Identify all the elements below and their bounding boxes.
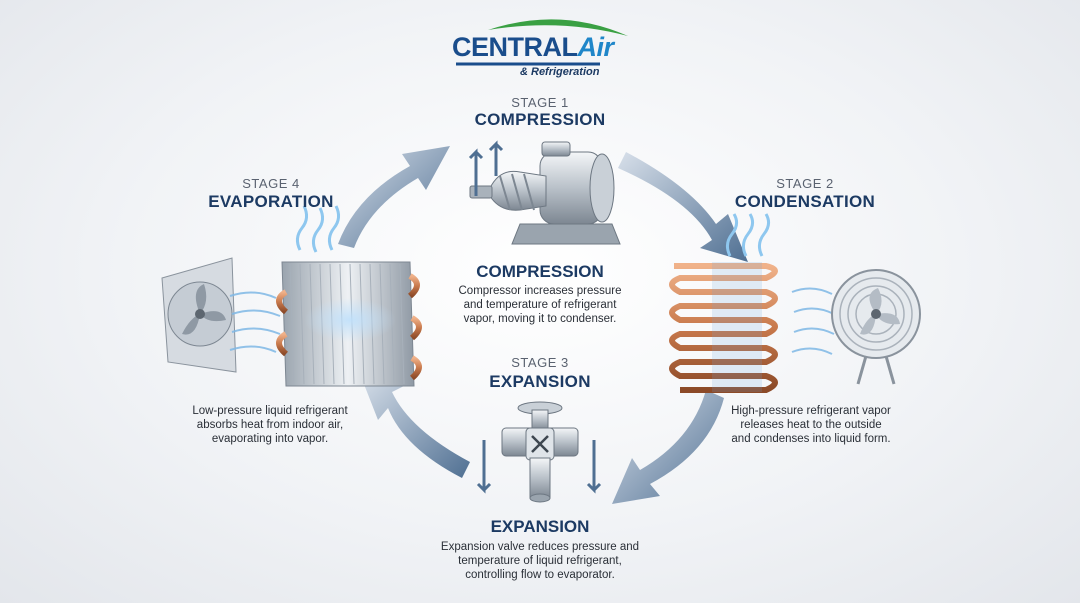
airflow-icon (791, 287, 835, 355)
condensation-description: High-pressure refrigerant vapor releases… (706, 404, 916, 446)
stage-4-title: EVAPORATION (208, 192, 334, 211)
evaporation-description-line: Low-pressure liquid refrigerant (192, 405, 348, 417)
stage-1-label: STAGE 1 (511, 95, 569, 110)
condensation-description-line: and condenses into liquid form. (731, 433, 891, 445)
heat-wave-icon (725, 213, 771, 257)
condensation-description-line: releases heat to the outside (740, 419, 882, 431)
condensation-description-line: High-pressure refrigerant vapor (731, 405, 891, 417)
stage-4-label: STAGE 4 (242, 176, 300, 191)
compression-description: Compressor increases pressure and temper… (430, 284, 650, 326)
expansion-description-line: temperature of liquid refrigerant, (458, 555, 622, 567)
cycle-arrow-icon (338, 146, 748, 504)
expansion-description-line: controlling flow to evaporator. (465, 569, 615, 581)
logo-wordmark: CENTRALAir (452, 32, 614, 63)
logo-brand-main: CENTRAL (452, 32, 578, 62)
logo-tagline: & Refrigeration (520, 66, 600, 78)
expansion-description-line: Expansion valve reduces pressure and (440, 541, 640, 553)
stage-1-title: COMPRESSION (474, 110, 606, 129)
evaporation-description: Low-pressure liquid refrigerant absorbs … (170, 404, 370, 446)
airflow-icon (229, 291, 281, 353)
condenser-coil-icon (669, 263, 778, 393)
condenser-fan-icon (831, 269, 921, 385)
stage-3-title: EXPANSION (489, 372, 591, 391)
expansion-heading: EXPANSION (490, 517, 590, 536)
stage-3-label: STAGE 3 (511, 355, 569, 370)
evaporation-description-line: evaporating into vapor. (211, 433, 329, 445)
evaporator-fan-icon (161, 257, 237, 373)
logo-brand-accent: Air (577, 32, 615, 62)
compression-description-line: Compressor increases pressure (458, 285, 622, 297)
evaporator-coil-icon (276, 261, 422, 387)
stage-2-title: CONDENSATION (734, 192, 876, 211)
compression-description-line: vapor, moving it to condenser. (463, 313, 617, 325)
stage-2-label: STAGE 2 (776, 176, 834, 191)
compression-description-line: and temperature of refrigerant (463, 299, 617, 311)
heat-wave-icon (295, 205, 341, 253)
expansion-description: Expansion valve reduces pressure and tem… (420, 540, 660, 582)
expansion-valve-icon (476, 401, 602, 503)
compressor-icon (468, 140, 621, 245)
evaporation-description-line: absorbs heat from indoor air, (196, 419, 344, 431)
logo-swoosh-icon (488, 19, 628, 36)
compression-heading: COMPRESSION (476, 262, 604, 281)
